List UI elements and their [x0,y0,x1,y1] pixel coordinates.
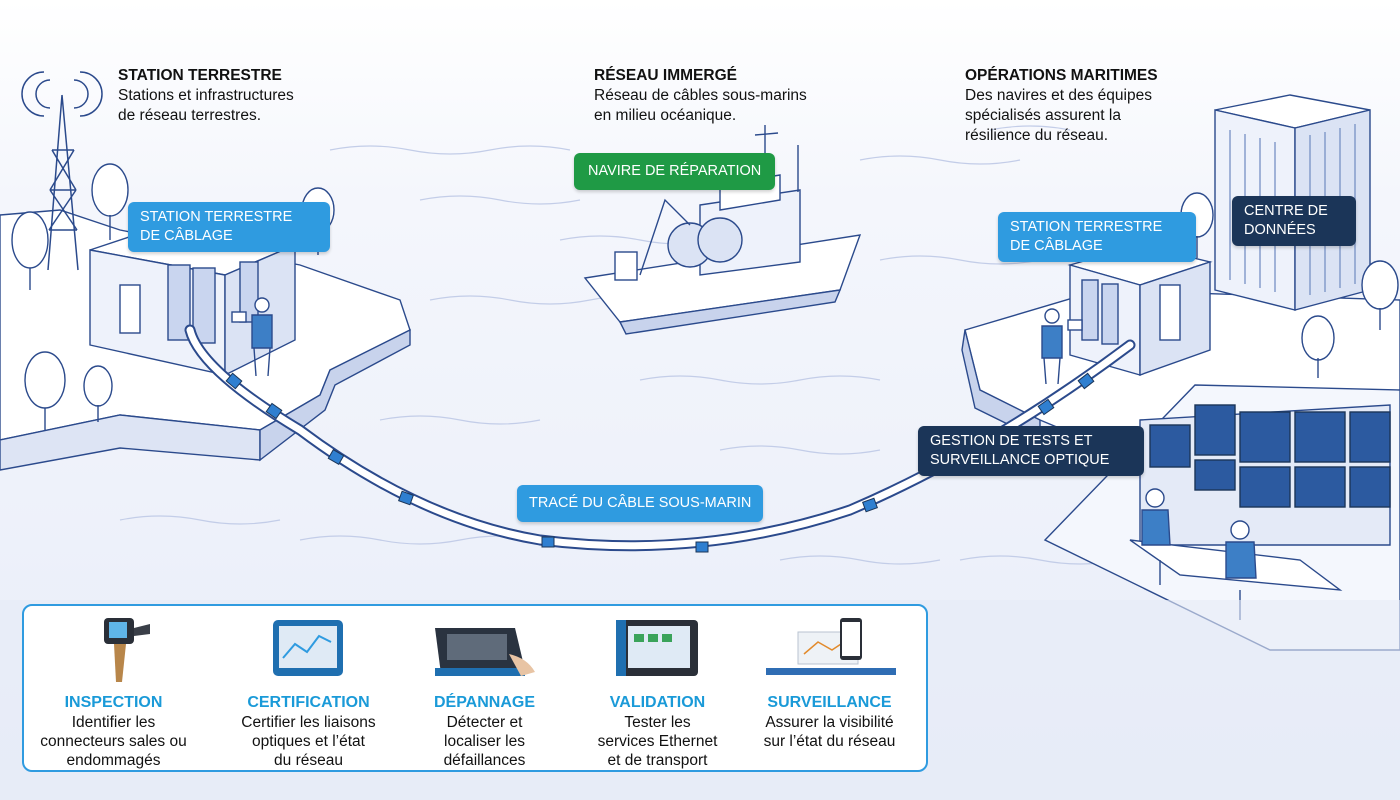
label-line: CENTRE DE [1244,203,1328,219]
header-title: STATION TERRESTRE [118,67,282,84]
antenna-tower-icon [21,71,103,271]
technician-left-icon [231,297,273,377]
tool-desc-line: localiser les [444,733,525,750]
tool-desc-line: défaillances [443,752,526,769]
technician-right-icon [1041,308,1083,385]
label-station-right: STATION TERRESTRE DE CÂBLAGE [998,212,1196,262]
tool-desc-line: et de transport [607,752,708,769]
header-title: OPÉRATIONS MARITIMES [965,67,1158,84]
header-station-terrestre: STATION TERRESTRE Stations et infrastruc… [118,66,294,126]
tool-desc-line: sur l’état du réseau [763,733,896,750]
validation-tester-icon [616,620,698,676]
tool-desc-line: Détecter et [446,714,523,731]
tool-desc-line: connecteurs sales ou [40,733,187,750]
tool-desc: Assurer la visibilité sur l’état du rése… [742,713,917,751]
tool-title: INSPECTION [64,694,163,711]
header-desc-line: Des navires et des équipes [965,87,1152,104]
tool-desc-line: services Ethernet [597,733,718,750]
header-title: RÉSEAU IMMERGÉ [594,67,737,84]
label-line: TRACÉ DU CÂBLE SOUS-MARIN [529,495,752,511]
label-line: DE CÂBLAGE [140,228,233,244]
tool-title: SURVEILLANCE [767,694,892,711]
tool-validation: VALIDATION Tester les services Ethernet … [570,606,745,770]
troubleshooting-module-icon [435,628,535,676]
label-line: GESTION DE TESTS ET [930,433,1093,449]
label-line: SURVEILLANCE OPTIQUE [930,452,1110,468]
header-desc-line: résilience du réseau. [965,127,1109,144]
tree-icons-left [11,163,335,430]
header-reseau-immerge: RÉSEAU IMMERGÉ Réseau de câbles sous-mar… [594,66,807,126]
label-line: DE CÂBLAGE [1010,238,1103,254]
label-station-left: STATION TERRESTRE DE CÂBLAGE [128,202,330,252]
tool-inspection: INSPECTION Identifier les connecteurs sa… [26,606,201,770]
tool-desc: Identifier les connecteurs sales ou endo… [26,713,201,770]
cable-repeaters [225,372,1095,553]
tool-desc-line: du réseau [274,752,343,769]
label-line: DONNÉES [1244,222,1316,238]
tool-desc-line: Identifier les [71,714,156,731]
tools-panel: INSPECTION Identifier les connecteurs sa… [22,604,928,772]
header-desc-line: de réseau terrestres. [118,107,262,124]
label-line: NAVIRE DE RÉPARATION [588,163,762,179]
tool-desc-line: optiques et l’état [252,733,365,750]
label-datacenter: CENTRE DE DONNÉES [1232,196,1356,246]
tool-desc-line: Tester les [624,714,691,731]
header-desc-line: Stations et infrastructures [118,87,294,104]
tool-title: VALIDATION [609,694,706,711]
tool-desc-line: Assurer la visibilité [765,714,894,731]
label-cable: TRACÉ DU CÂBLE SOUS-MARIN [517,485,764,522]
monitoring-dashboard-icon [766,618,896,675]
tool-certification: CERTIFICATION Certifier les liaisons opt… [221,606,396,770]
header-desc-line: Réseau de câbles sous-marins [594,87,807,104]
label-navire: NAVIRE DE RÉPARATION [574,153,776,190]
header-desc-line: spécialisés assurent la [965,107,1121,124]
inspection-probe-icon [104,618,150,682]
label-line: STATION TERRESTRE [140,209,293,225]
tool-desc: Tester les services Ethernet et de trans… [570,713,745,770]
header-desc-line: en milieu océanique. [594,107,737,124]
label-line: STATION TERRESTRE [1010,219,1163,235]
certification-tablet-icon [273,620,343,676]
label-gestion: GESTION DE TESTS ET SURVEILLANCE OPTIQUE [918,426,1144,476]
tool-surveillance: SURVEILLANCE Assurer la visibilité sur l… [742,606,917,770]
tool-title: CERTIFICATION [247,694,370,711]
right-cable-station-building [1067,244,1213,376]
control-room [1043,384,1400,651]
tool-desc: Certifier les liaisons optiques et l’éta… [221,713,396,770]
tool-title: DÉPANNAGE [433,694,536,711]
tool-desc: Détecter et localiser les défaillances [397,713,572,770]
tool-desc-line: Certifier les liaisons [241,714,376,731]
tool-depannage: DÉPANNAGE Détecter et localiser les défa… [397,606,572,770]
header-operations-maritimes: OPÉRATIONS MARITIMES Des navires et des … [965,66,1158,146]
tool-desc-line: endommagés [66,752,161,769]
